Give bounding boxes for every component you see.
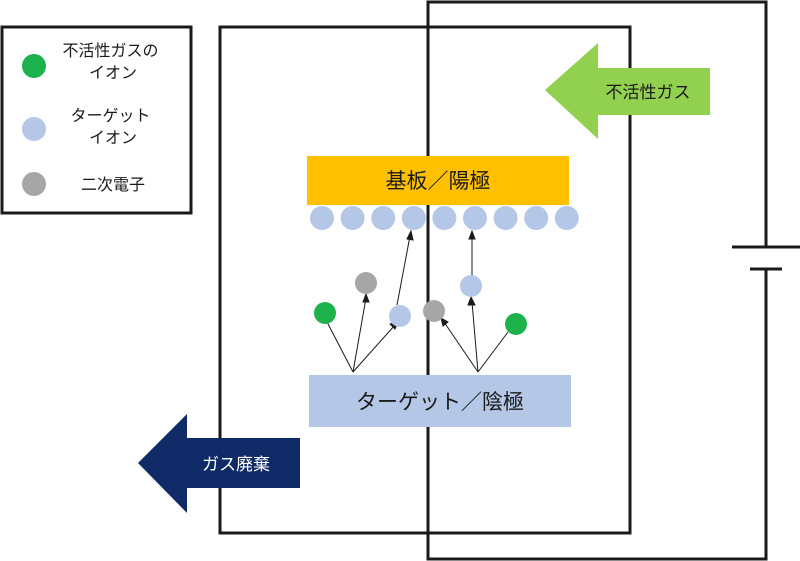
- trajectories: [326, 229, 509, 373]
- substrate-anode-block: [307, 156, 569, 205]
- deposited-target-ion: [463, 206, 487, 230]
- legend-electron-swatch: [22, 172, 46, 196]
- deposited-target-ion: [554, 206, 579, 230]
- deposited-target-ion: [371, 206, 396, 230]
- inert-gas-ion-left: [314, 302, 336, 324]
- secondary-electron-left: [355, 272, 377, 294]
- gas-exhaust-label: ガス廃棄: [202, 455, 270, 475]
- legend-electron-label: 二次電子: [81, 175, 145, 194]
- deposited-target-ion: [310, 206, 334, 230]
- legend-target-ion-swatch: [22, 117, 46, 141]
- deposited-target-ion: [524, 206, 549, 230]
- gas-exhaust-arrow: [138, 414, 300, 513]
- inert-gas-inlet-label: 不活性ガス: [606, 83, 691, 103]
- legend-inert-ion-swatch: [22, 54, 46, 78]
- secondary-electron-right: [423, 300, 445, 322]
- target-cathode-label: ターゲット／陰極: [356, 390, 524, 414]
- deposited-target-ion: [340, 206, 365, 230]
- circuit-wire: [426, 0, 768, 247]
- legend-inert-ion-label: 不活性ガスの イオン: [62, 41, 163, 82]
- legend-target-ion-label: ターゲット イオン: [70, 106, 155, 147]
- substrate-anode-label: 基板／陽極: [386, 169, 491, 193]
- deposited-ion-row: [310, 206, 579, 230]
- inert-gas-inlet-arrow: [545, 43, 710, 139]
- target-ion-left: [389, 305, 411, 327]
- target-cathode-block: [309, 375, 571, 427]
- inert-gas-ion-right: [505, 313, 527, 335]
- deposited-target-ion: [432, 206, 457, 230]
- target-ion-right: [460, 275, 482, 297]
- deposited-target-ion: [493, 206, 518, 230]
- chamber-frame: [218, 25, 632, 535]
- circuit-wire-lower: [426, 269, 768, 561]
- deposited-target-ion: [401, 206, 426, 230]
